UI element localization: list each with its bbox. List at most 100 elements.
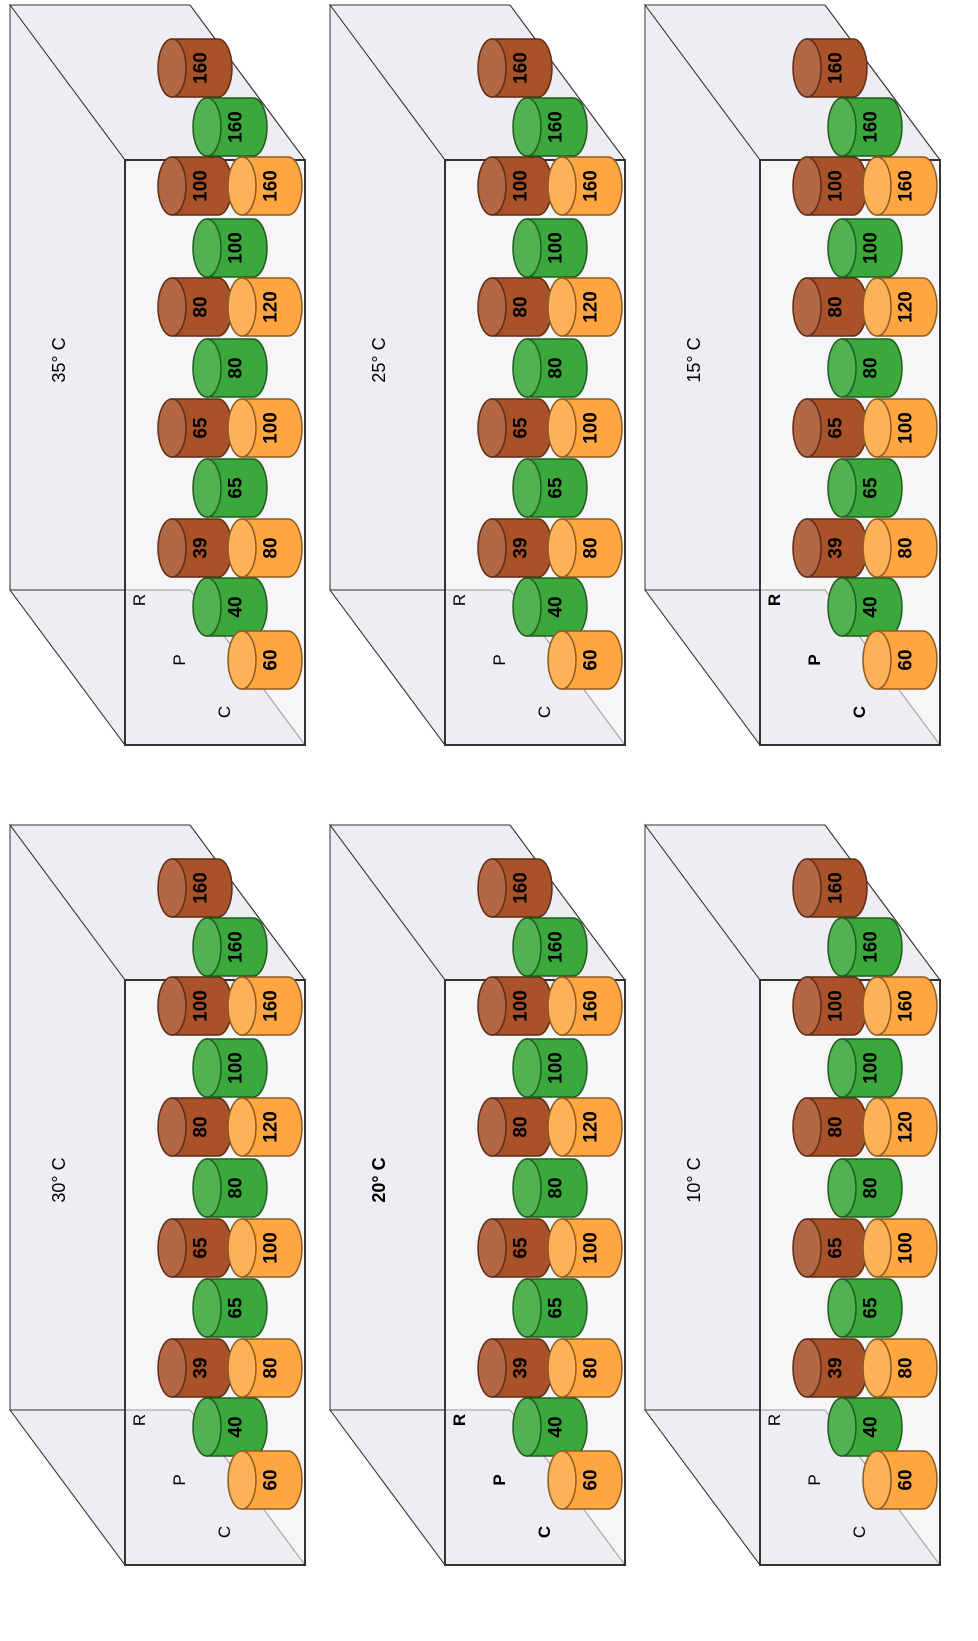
jar-lid [192, 97, 222, 157]
jar-value-label: 80 [511, 1116, 532, 1137]
jar-lid [512, 458, 542, 518]
jar-lid [192, 1158, 222, 1218]
culture-jar-r: 39 [157, 518, 233, 578]
jar-body [841, 97, 903, 157]
jar-lid [227, 398, 257, 458]
jar-lid [192, 1397, 222, 1457]
jar-body [561, 156, 623, 216]
jar-body [876, 630, 938, 690]
jar-value-label: 65 [861, 1297, 882, 1319]
jar-lid [792, 398, 822, 458]
box-edge [824, 824, 941, 981]
culture-jar-r: 39 [477, 518, 553, 578]
jar-value-label: 100 [511, 170, 532, 202]
jar-lid [827, 1397, 857, 1457]
jar-value-label: 65 [546, 1297, 567, 1319]
culture-jar-p: 160 [512, 97, 588, 157]
culture-jar-p: 40 [827, 577, 903, 637]
jar-lid [157, 518, 187, 578]
jar-lid [512, 338, 542, 398]
jar-body [241, 1218, 303, 1278]
culture-jar-c: 120 [227, 277, 303, 337]
jar-value-label: 100 [861, 232, 882, 264]
culture-jar-r: 65 [792, 1218, 868, 1278]
jar-body [491, 858, 553, 918]
jar-lid [157, 38, 187, 98]
jar-lid [477, 976, 507, 1036]
jar-lid [192, 458, 222, 518]
culture-jar-p: 80 [512, 1158, 588, 1218]
jar-body [241, 1338, 303, 1398]
culture-jar-r: 100 [477, 156, 553, 216]
culture-jar-p: 100 [512, 1038, 588, 1098]
jar-lid [547, 518, 577, 578]
row-label-c: C [535, 1526, 554, 1538]
jar-value-label: 80 [191, 296, 212, 317]
jar-lid [157, 1338, 187, 1398]
jar-body [841, 218, 903, 278]
jar-lid [827, 97, 857, 157]
jar-value-label: 100 [191, 990, 212, 1022]
jar-body [491, 38, 553, 98]
jar-body [241, 1450, 303, 1510]
row-label-c: C [535, 706, 554, 718]
jar-body [241, 518, 303, 578]
jar-body [206, 458, 268, 518]
row-label-p: P [490, 654, 509, 665]
culture-jar-c: 160 [547, 156, 623, 216]
culture-jar-p: 160 [192, 97, 268, 157]
jar-value-label: 39 [511, 1357, 532, 1378]
jar-value-label: 65 [191, 1237, 212, 1259]
culture-jar-c: 120 [862, 1097, 938, 1157]
jar-value-label: 80 [826, 296, 847, 317]
jar-value-label: 160 [861, 931, 882, 963]
culture-jar-c: 60 [862, 630, 938, 690]
jar-value-label: 100 [896, 1232, 917, 1264]
culture-jar-r: 80 [157, 1097, 233, 1157]
jar-lid [827, 1038, 857, 1098]
culture-jar-r: 100 [157, 976, 233, 1036]
jar-value-label: 65 [191, 417, 212, 439]
culture-jar-r: 80 [477, 1097, 553, 1157]
jar-lid [862, 1218, 892, 1278]
jar-value-label: 120 [896, 291, 917, 323]
jar-lid [192, 577, 222, 637]
jar-value-label: 80 [581, 1357, 602, 1378]
jar-body [841, 1158, 903, 1218]
jar-value-label: 160 [861, 111, 882, 143]
jar-value-label: 60 [261, 649, 282, 670]
incubator-panel: 15° CCPR39658010016040658010016060801001… [644, 3, 941, 747]
jar-value-label: 40 [861, 1416, 882, 1437]
jar-body [526, 338, 588, 398]
jar-value-label: 160 [261, 170, 282, 202]
jar-lid [227, 156, 257, 216]
jar-lid [827, 577, 857, 637]
incubator-panel: 35° CCPR39658010016040658010016060801001… [9, 3, 306, 747]
jar-value-label: 100 [191, 170, 212, 202]
jar-lid [192, 1038, 222, 1098]
culture-jar-r: 160 [477, 38, 553, 98]
jar-lid [547, 630, 577, 690]
jar-value-label: 160 [896, 990, 917, 1022]
jar-lid [157, 976, 187, 1036]
jar-lid [862, 518, 892, 578]
culture-jar-c: 80 [547, 518, 623, 578]
culture-jar-r: 65 [792, 398, 868, 458]
culture-jar-c: 100 [862, 398, 938, 458]
jar-lid [512, 917, 542, 977]
culture-jar-p: 80 [512, 338, 588, 398]
temperature-label: 35° C [49, 337, 69, 382]
culture-jar-c: 120 [862, 277, 938, 337]
jar-lid [792, 38, 822, 98]
jar-value-label: 80 [546, 1177, 567, 1198]
jar-body [841, 917, 903, 977]
jar-lid [477, 156, 507, 216]
culture-jar-p: 40 [192, 577, 268, 637]
culture-jar-p: 160 [512, 917, 588, 977]
culture-jar-r: 80 [157, 277, 233, 337]
jar-value-label: 120 [581, 1111, 602, 1143]
culture-jar-p: 40 [192, 1397, 268, 1457]
box-edge [189, 4, 306, 161]
culture-jar-c: 120 [547, 1097, 623, 1157]
culture-jar-c: 160 [227, 156, 303, 216]
